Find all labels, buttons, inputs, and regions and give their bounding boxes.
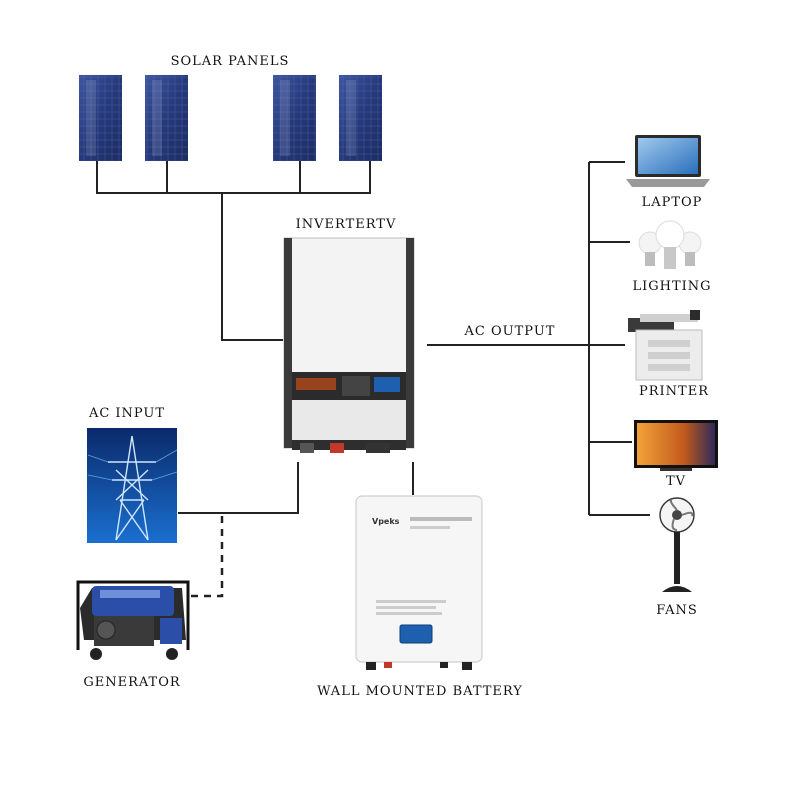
solar-wire <box>96 160 371 341</box>
wiring <box>96 160 650 598</box>
generator-wire <box>188 516 224 598</box>
ac-input-wire <box>178 462 299 514</box>
label-fans: FANS <box>656 603 698 618</box>
power-tower-icon <box>87 428 178 543</box>
battery-icon: Vpeks <box>355 495 483 670</box>
solar-panel-icon <box>273 75 316 161</box>
label-solar-panels: SOLAR PANELS <box>171 54 290 69</box>
label-generator: GENERATOR <box>83 675 181 690</box>
label-ac-output: AC OUTPUT <box>464 324 556 339</box>
label-printer: PRINTER <box>639 384 709 399</box>
label-inverter: INVERTERTV <box>296 217 397 232</box>
labels: SOLAR PANELS INVERTERTV AC OUTPUT AC INP… <box>83 54 711 699</box>
label-laptop: LAPTOP <box>642 195 703 210</box>
solar-panel-icon <box>339 75 382 161</box>
ac-output-wire <box>427 161 650 516</box>
laptop-icon <box>626 135 710 187</box>
label-lighting: LIGHTING <box>632 279 711 294</box>
tv-icon <box>634 420 718 471</box>
bulb-icon <box>638 220 702 269</box>
printer-icon <box>628 310 703 381</box>
label-battery: WALL MOUNTED BATTERY <box>317 684 523 699</box>
label-tv: TV <box>666 474 686 489</box>
solar-panel-icon <box>145 75 188 161</box>
battery-brand: Vpeks <box>372 517 400 526</box>
fan-icon <box>659 497 695 592</box>
inverter-icon <box>283 237 415 453</box>
label-ac-input: AC INPUT <box>88 406 165 421</box>
generator-icon <box>76 580 190 660</box>
solar-panel-icon <box>79 75 122 161</box>
solar-panels <box>79 75 382 161</box>
